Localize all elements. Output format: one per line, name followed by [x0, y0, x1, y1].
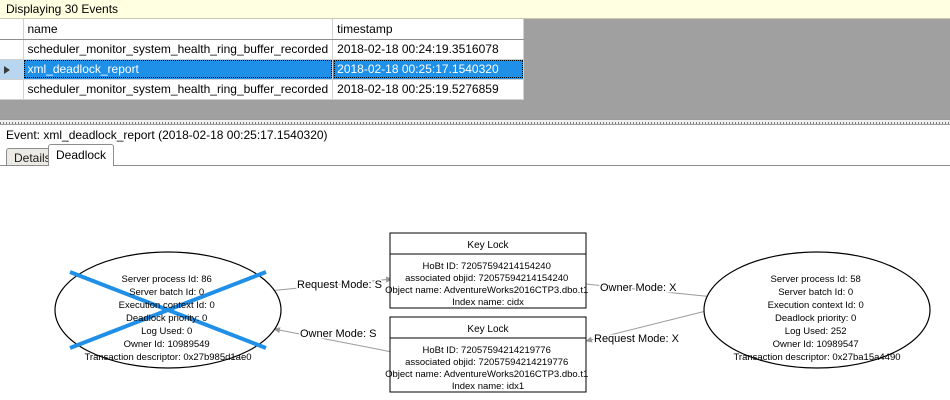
column-header-selector[interactable]	[0, 19, 24, 40]
process-left-line-6: Transaction descriptor: 0x27b985d1ae0	[84, 352, 251, 363]
events-count-banner: Displaying 30 Events	[0, 0, 950, 19]
tab-deadlock-label: Deadlock	[56, 148, 107, 162]
keylock-bottom-line-3: Index name: idx1	[452, 381, 524, 392]
resource-node-keylock-top[interactable]: Key Lock HoBt ID: 72057594214154240 asso…	[385, 232, 591, 309]
row-selector-cell[interactable]	[0, 59, 24, 80]
event-detail-title: Event: xml_deadlock_report (2018-02-18 0…	[6, 127, 328, 142]
edge-label-left-request: Request Mode: S	[297, 279, 382, 291]
process-left-line-0: Server process Id: 86	[122, 274, 212, 285]
process-node-left[interactable]: Server process Id: 86 Server batch Id: 0…	[54, 251, 282, 369]
keylock-top-title: Key Lock	[467, 240, 509, 251]
process-right-ellipse	[703, 251, 931, 369]
column-header-name[interactable]: name	[23, 19, 334, 40]
process-right-line-4: Log Used: 252	[785, 326, 847, 337]
edge-left-owner-line	[273, 327, 393, 353]
process-right-text: Server process Id: 58 Server batch Id: 0…	[733, 274, 900, 363]
keylock-top-box	[389, 232, 587, 309]
process-right-line-5: Owner Id: 10989547	[773, 339, 859, 350]
keylock-bottom-line-1: associated objid: 72057594214219776	[405, 357, 568, 368]
cell-timestamp[interactable]: 2018-02-18 00:24:19.3516078	[332, 39, 525, 60]
process-right-line-6: Transaction descriptor: 0x27ba15a4490	[733, 352, 900, 363]
tab-details[interactable]: Details	[6, 148, 59, 166]
events-grid[interactable]: name timestamp scheduler_monitor_system_…	[0, 19, 950, 119]
cell-timestamp[interactable]: 2018-02-18 00:25:19.5276859	[332, 79, 525, 100]
keylock-top-line-3: Index name: cidx	[452, 297, 524, 308]
process-right-line-3: Deadlock priority: 0	[775, 313, 856, 324]
deadlock-graph-canvas[interactable]: Server process Id: 86 Server batch Id: 0…	[0, 166, 950, 400]
cell-name[interactable]: scheduler_monitor_system_health_ring_buf…	[23, 79, 334, 100]
events-table: name timestamp scheduler_monitor_system_…	[0, 19, 525, 100]
process-left-line-2: Execution context Id: 0	[119, 300, 215, 311]
edge-label-left-owner: Owner Mode: S	[300, 328, 376, 340]
row-selector-cell[interactable]	[0, 39, 24, 60]
keylock-top-text: HoBt ID: 72057594214154240 associated ob…	[385, 261, 591, 308]
row-selector-triangle-icon	[4, 65, 10, 74]
process-left-line-5: Owner Id: 10989549	[124, 339, 210, 350]
edge-right-request-line	[585, 308, 715, 343]
keylock-top-line-2: Object name: AdventureWorks2016CTP3.dbo.…	[385, 285, 588, 296]
cell-timestamp[interactable]: 2018-02-18 00:25:17.1540320	[332, 59, 525, 80]
keylock-bottom-text: HoBt ID: 72057594214219776 associated ob…	[385, 345, 591, 392]
edge-left-request-line	[267, 276, 393, 292]
process-left-text: Server process Id: 86 Server batch Id: 0…	[84, 274, 251, 363]
table-header-row: name timestamp	[0, 19, 525, 40]
deadlock-victim-x-icon	[69, 270, 267, 350]
tabstrip-underline-gap	[49, 165, 112, 167]
keylock-bottom-line-0: HoBt ID: 72057594214219776	[423, 345, 551, 356]
keylock-bottom-line-2: Object name: AdventureWorks2016CTP3.dbo.…	[385, 369, 588, 380]
table-row[interactable]: scheduler_monitor_system_health_ring_buf…	[0, 79, 525, 100]
edge-label-right-request: Request Mode: X	[594, 333, 680, 345]
process-right-line-0: Server process Id: 58	[771, 274, 861, 285]
process-left-line-1: Server batch Id: 0	[129, 287, 204, 298]
tab-deadlock[interactable]: Deadlock	[48, 144, 115, 166]
horizontal-splitter[interactable]	[0, 119, 950, 125]
process-right-line-1: Server batch Id: 0	[778, 287, 853, 298]
events-count-label: Displaying 30 Events	[6, 2, 119, 16]
detail-tabstrip: Details Deadlock	[0, 144, 950, 166]
cell-name[interactable]: scheduler_monitor_system_health_ring_buf…	[23, 39, 334, 60]
table-row[interactable]: scheduler_monitor_system_health_ring_buf…	[0, 39, 525, 60]
process-left-line-4: Log Used: 0	[141, 326, 192, 337]
keylock-bottom-box	[389, 316, 587, 393]
table-row-selected[interactable]: xml_deadlock_report 2018-02-18 00:25:17.…	[0, 59, 525, 80]
keylock-bottom-title: Key Lock	[467, 324, 509, 335]
cell-name[interactable]: xml_deadlock_report	[23, 59, 334, 80]
keylock-top-line-1: associated objid: 72057594214154240	[405, 273, 568, 284]
event-detail-header: Event: xml_deadlock_report (2018-02-18 0…	[0, 125, 950, 144]
column-header-timestamp[interactable]: timestamp	[332, 19, 525, 40]
process-right-line-2: Execution context Id: 0	[768, 300, 864, 311]
edge-label-right-owner: Owner Mode: X	[600, 282, 677, 294]
row-selector-cell[interactable]	[0, 79, 24, 100]
process-left-line-3: Deadlock priority: 0	[126, 313, 207, 324]
process-node-right[interactable]: Server process Id: 58 Server batch Id: 0…	[703, 251, 931, 369]
keylock-top-line-0: HoBt ID: 72057594214154240	[423, 261, 551, 272]
tab-details-label: Details	[14, 151, 51, 165]
resource-node-keylock-bottom[interactable]: Key Lock HoBt ID: 72057594214219776 asso…	[385, 316, 591, 393]
tabstrip-underline	[0, 165, 950, 166]
edge-right-owner-line	[585, 283, 715, 300]
